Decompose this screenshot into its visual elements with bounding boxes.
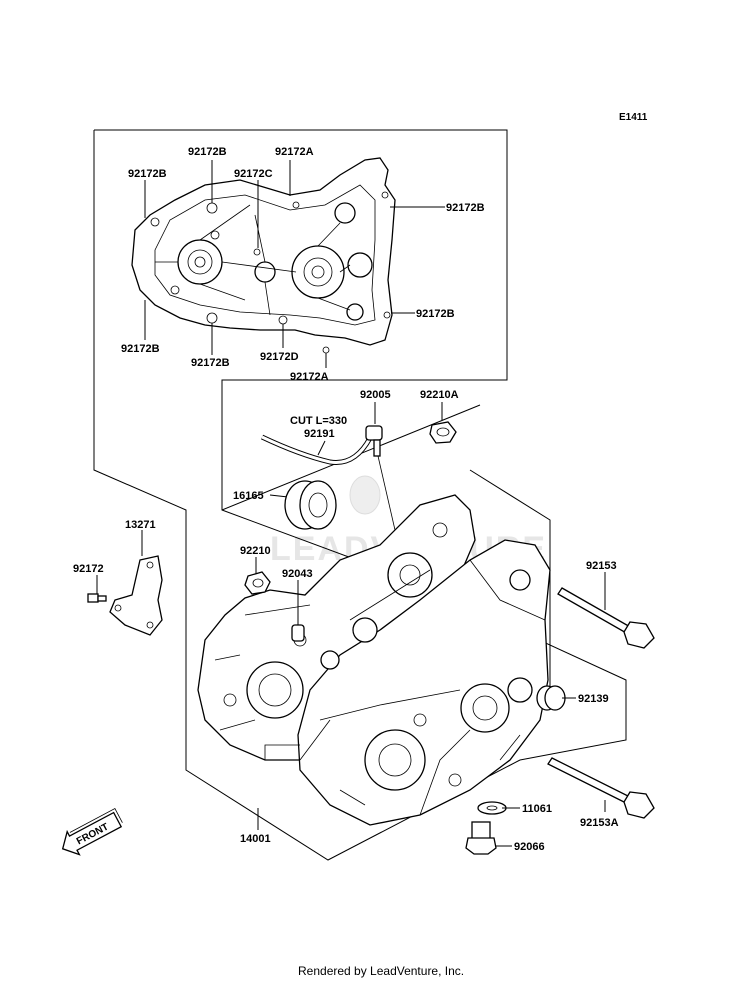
label-13271: 13271 <box>125 519 156 531</box>
label-92172b-bottom-left: 92172B <box>121 343 160 355</box>
label-92172: 92172 <box>73 563 104 575</box>
plug-92066 <box>465 821 497 855</box>
gasket <box>131 157 396 354</box>
label-92172a-bottom: 92172A <box>290 371 329 383</box>
label-92043: 92043 <box>282 568 313 580</box>
footer-credit: Rendered by LeadVenture, Inc. <box>298 964 464 978</box>
label-92172b-top-left: 92172B <box>128 168 167 180</box>
label-92191: 92191 <box>304 428 335 440</box>
bolt-92153 <box>557 587 655 649</box>
gasket-leaders <box>144 160 445 368</box>
label-92172b-right-top: 92172B <box>446 202 485 214</box>
label-92172b-right-bottom: 92172B <box>416 308 455 320</box>
label-14001: 14001 <box>240 833 271 845</box>
label-92005: 92005 <box>360 389 391 401</box>
seal-16165 <box>284 480 337 530</box>
label-92066: 92066 <box>514 841 545 853</box>
leader-92191 <box>317 440 326 456</box>
label-92153: 92153 <box>586 560 617 572</box>
label-11061: 11061 <box>522 803 552 815</box>
washer-11061 <box>477 801 507 815</box>
label-92139: 92139 <box>578 693 609 705</box>
label-92172b-top-center: 92172B <box>188 146 227 158</box>
leader-16165 <box>269 494 289 498</box>
label-92172d: 92172D <box>260 351 299 363</box>
label-92210: 92210 <box>240 545 271 557</box>
label-92172c: 92172C <box>234 168 273 180</box>
nut-92210a <box>429 421 457 444</box>
breather-fitting <box>365 425 396 531</box>
label-cut-length: CUT L=330 <box>290 415 347 427</box>
label-92172a-top: 92172A <box>275 146 314 158</box>
bolt-92153a <box>547 757 655 819</box>
nut-92210 <box>244 571 271 595</box>
collar-92139 <box>536 685 566 711</box>
label-92210a: 92210A <box>420 389 459 401</box>
label-92153a: 92153A <box>580 817 619 829</box>
crankcase-14001 <box>197 494 551 826</box>
diagram-code: E1411 <box>619 112 648 123</box>
bolt-92172 <box>87 593 107 603</box>
dowel-pin-92043 <box>291 624 305 642</box>
crankcase-leaders <box>96 530 606 847</box>
front-arrow-icon: FRONT <box>61 808 123 856</box>
label-16165: 16165 <box>233 490 264 502</box>
bracket-13271 <box>109 555 163 636</box>
label-92172b-bottom-center: 92172B <box>191 357 230 369</box>
